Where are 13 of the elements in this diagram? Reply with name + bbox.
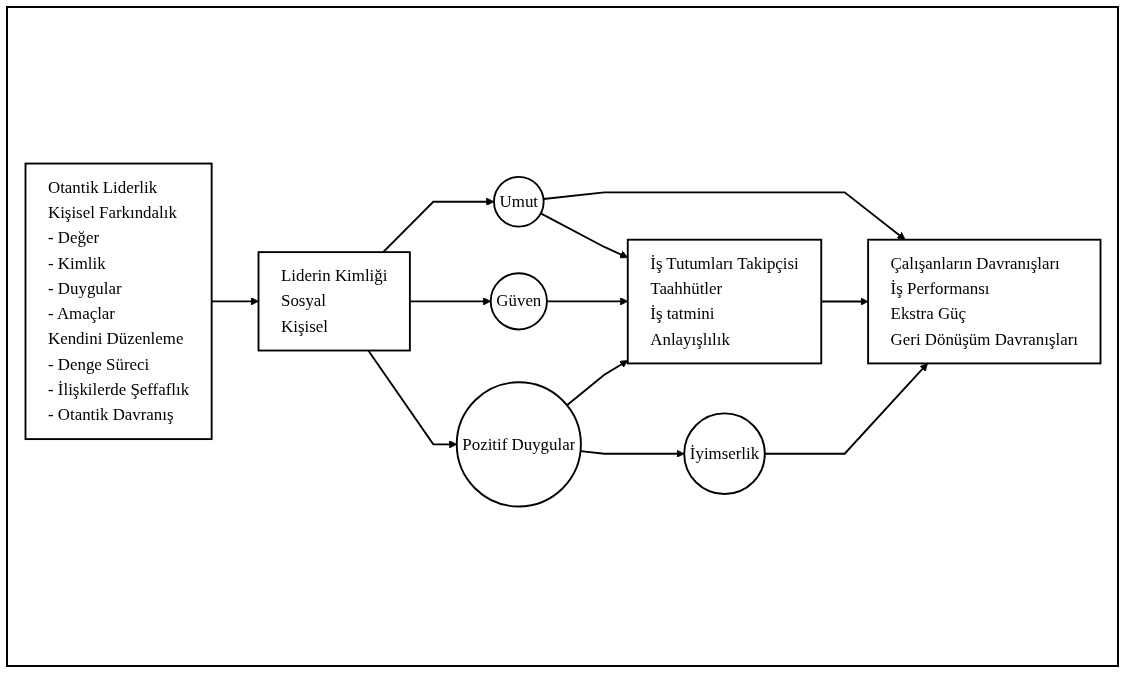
arrow bbox=[366, 349, 457, 448]
arrow bbox=[565, 359, 628, 406]
node-box: İş Tutumları Takipçisi Taahhütler İş tatmini Anlayışlılık bbox=[626, 238, 822, 364]
arrow bbox=[381, 197, 494, 253]
arrow bbox=[539, 211, 628, 258]
node-circle: Umut bbox=[492, 175, 545, 227]
node-box: Liderin Kimliği Sosyal Kişisel bbox=[257, 250, 411, 351]
arrow bbox=[542, 190, 906, 240]
node-circle: Güven bbox=[489, 271, 548, 330]
node-box: Otantik Liderlik Kişisel Farkındalık - Değer - Kimlik - Duygular - Amaçlar Kendini Düzenleme - Denge Süreci - İlişkilerde Şeffaflık - Otantik Davranış bbox=[24, 162, 213, 440]
node-circle: Pozitif Duygular bbox=[455, 380, 582, 507]
node-circle: İyimserlik bbox=[682, 412, 766, 495]
node-box: Çalışanların Davranışları İş Performansı Ekstra Güç Geri Dönüşüm Davranışları bbox=[866, 238, 1101, 364]
